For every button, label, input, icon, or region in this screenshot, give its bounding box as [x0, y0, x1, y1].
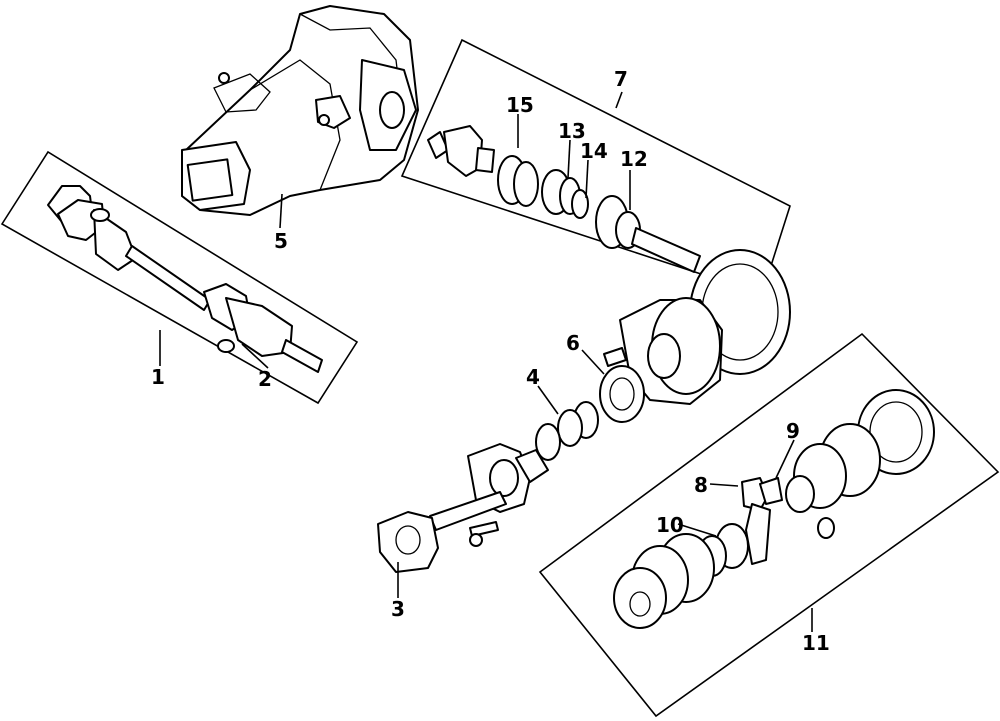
part-differential-internals	[613, 389, 935, 629]
part-drive-shaft	[47, 185, 323, 373]
callout-5: 5	[274, 229, 288, 253]
callout-9: 9	[786, 419, 800, 443]
group-box-differential-internals	[538, 332, 1000, 718]
part-differential-carrier	[181, 5, 419, 216]
callout-3: 3	[391, 597, 405, 621]
callout-6: 6	[566, 331, 580, 355]
part-pinion-assembly	[427, 125, 701, 273]
callout-13: 13	[558, 119, 586, 143]
part-side-bearings	[535, 365, 645, 461]
group-box-pinion	[400, 38, 791, 296]
leader-lines	[159, 91, 813, 632]
callout-7: 7	[614, 67, 628, 91]
part-axle-shaft	[377, 443, 549, 573]
callout-15: 15	[506, 93, 534, 117]
callout-4: 4	[526, 365, 540, 389]
callout-8: 8	[694, 473, 708, 497]
part-ring-gear-and-case	[603, 249, 791, 405]
callout-2: 2	[258, 367, 272, 391]
callout-1: 1	[151, 365, 165, 389]
group-box-driveshaft	[0, 150, 359, 405]
callout-14: 14	[580, 139, 608, 163]
callout-10: 10	[656, 513, 684, 537]
callout-11: 11	[802, 631, 830, 655]
callout-12: 12	[620, 147, 648, 171]
